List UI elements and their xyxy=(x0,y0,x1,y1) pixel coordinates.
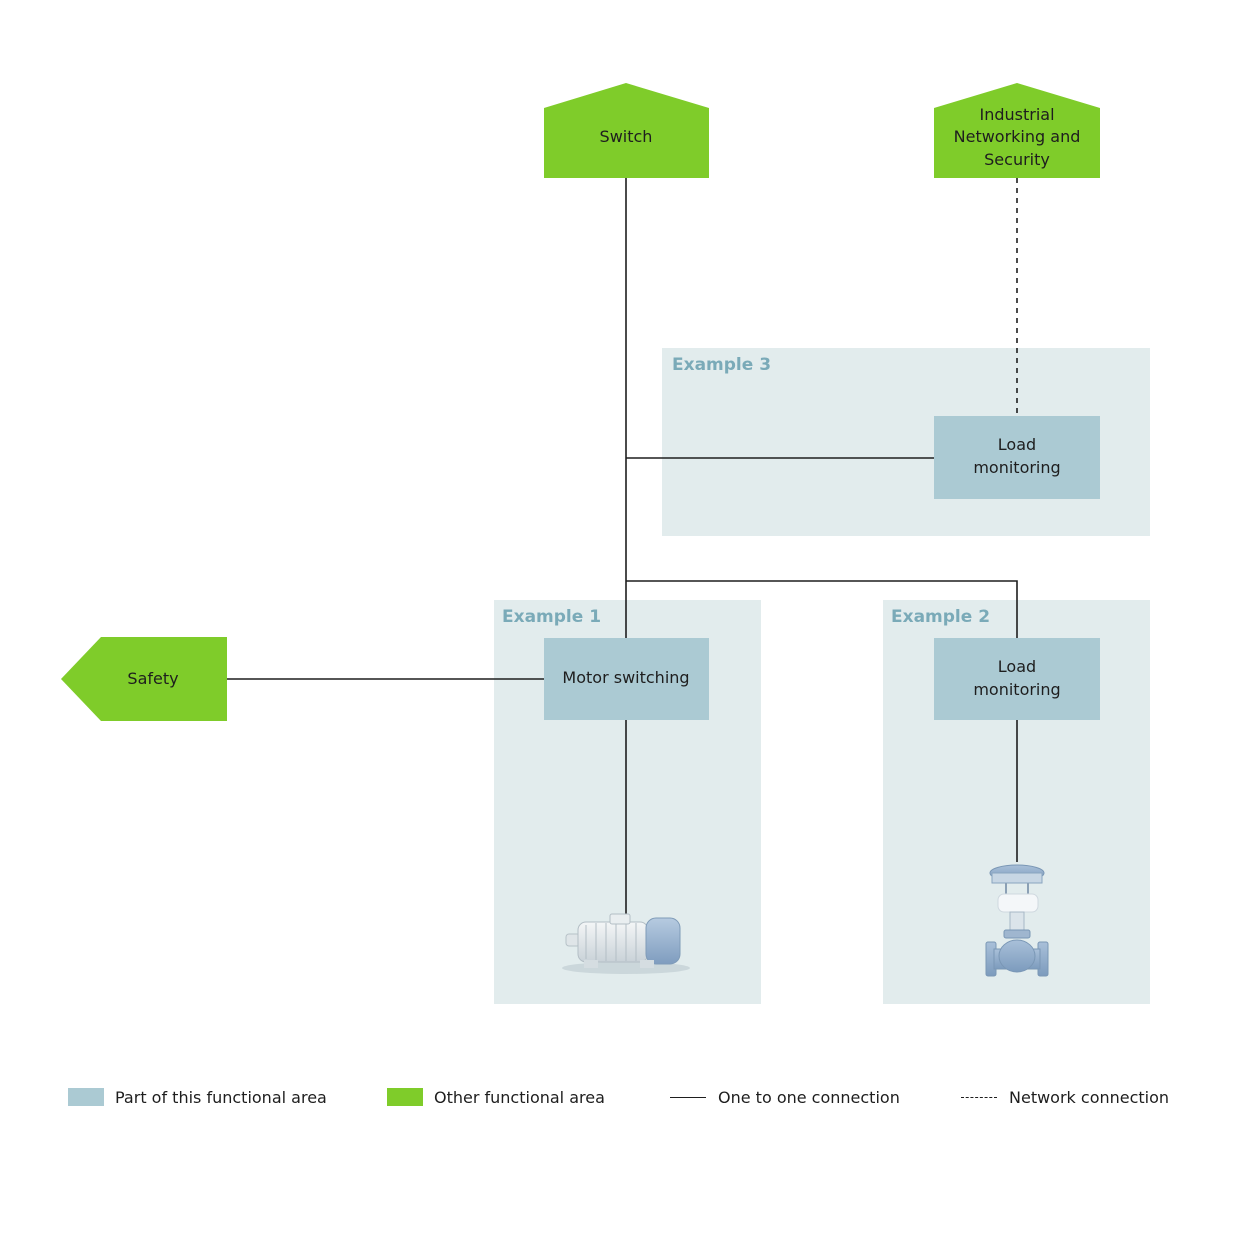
safety-label: Safety xyxy=(127,669,178,688)
connections xyxy=(227,178,1018,918)
motor-icon xyxy=(562,913,690,974)
legend-swatch-blue xyxy=(68,1088,104,1106)
valve-icon xyxy=(985,864,1049,977)
legend-network-label: Network connection xyxy=(1009,1087,1170,1107)
legend-other-area: Other functional area xyxy=(387,1084,605,1110)
industrial-label-line3: Security xyxy=(984,150,1050,169)
motor-switching-node[interactable]: Motor switching xyxy=(544,638,709,720)
switch-label: Switch xyxy=(600,127,653,146)
legend-network: Network connection xyxy=(961,1084,1169,1110)
example1-title: Example 1 xyxy=(502,607,601,627)
load-monitoring-2-label-line2: monitoring xyxy=(973,680,1060,699)
industrial-label-line1: Industrial xyxy=(979,105,1054,124)
legend-dashed-line xyxy=(961,1096,997,1098)
legend-one-to-one-label: One to one connection xyxy=(718,1087,900,1107)
legend-part-of-area: Part of this functional area xyxy=(68,1084,327,1110)
load-monitoring-2-node[interactable]: Load monitoring xyxy=(934,638,1100,720)
switch-to-load-monitoring-2-line xyxy=(626,580,1018,638)
legend-swatch-green xyxy=(387,1088,423,1106)
load-monitoring-2-label-line1: Load xyxy=(998,657,1036,676)
legend-one-to-one: One to one connection xyxy=(670,1084,900,1110)
switch-node[interactable]: Switch xyxy=(544,83,709,178)
legend-part-label: Part of this functional area xyxy=(115,1087,327,1107)
load-monitoring-3-node[interactable]: Load monitoring xyxy=(934,416,1100,499)
industrial-label-line2: Networking and xyxy=(954,127,1081,146)
safety-node[interactable]: Safety xyxy=(61,637,227,721)
legend-solid-line xyxy=(670,1096,706,1098)
load-monitoring-3-label-line2: monitoring xyxy=(973,458,1060,477)
legend-other-label: Other functional area xyxy=(434,1087,605,1107)
industrial-networking-node[interactable]: Industrial Networking and Security xyxy=(934,83,1100,178)
example2-title: Example 2 xyxy=(891,607,990,627)
motor-switching-label: Motor switching xyxy=(562,668,689,687)
load-monitoring-3-label-line1: Load xyxy=(998,435,1036,454)
example3-title: Example 3 xyxy=(672,355,771,375)
